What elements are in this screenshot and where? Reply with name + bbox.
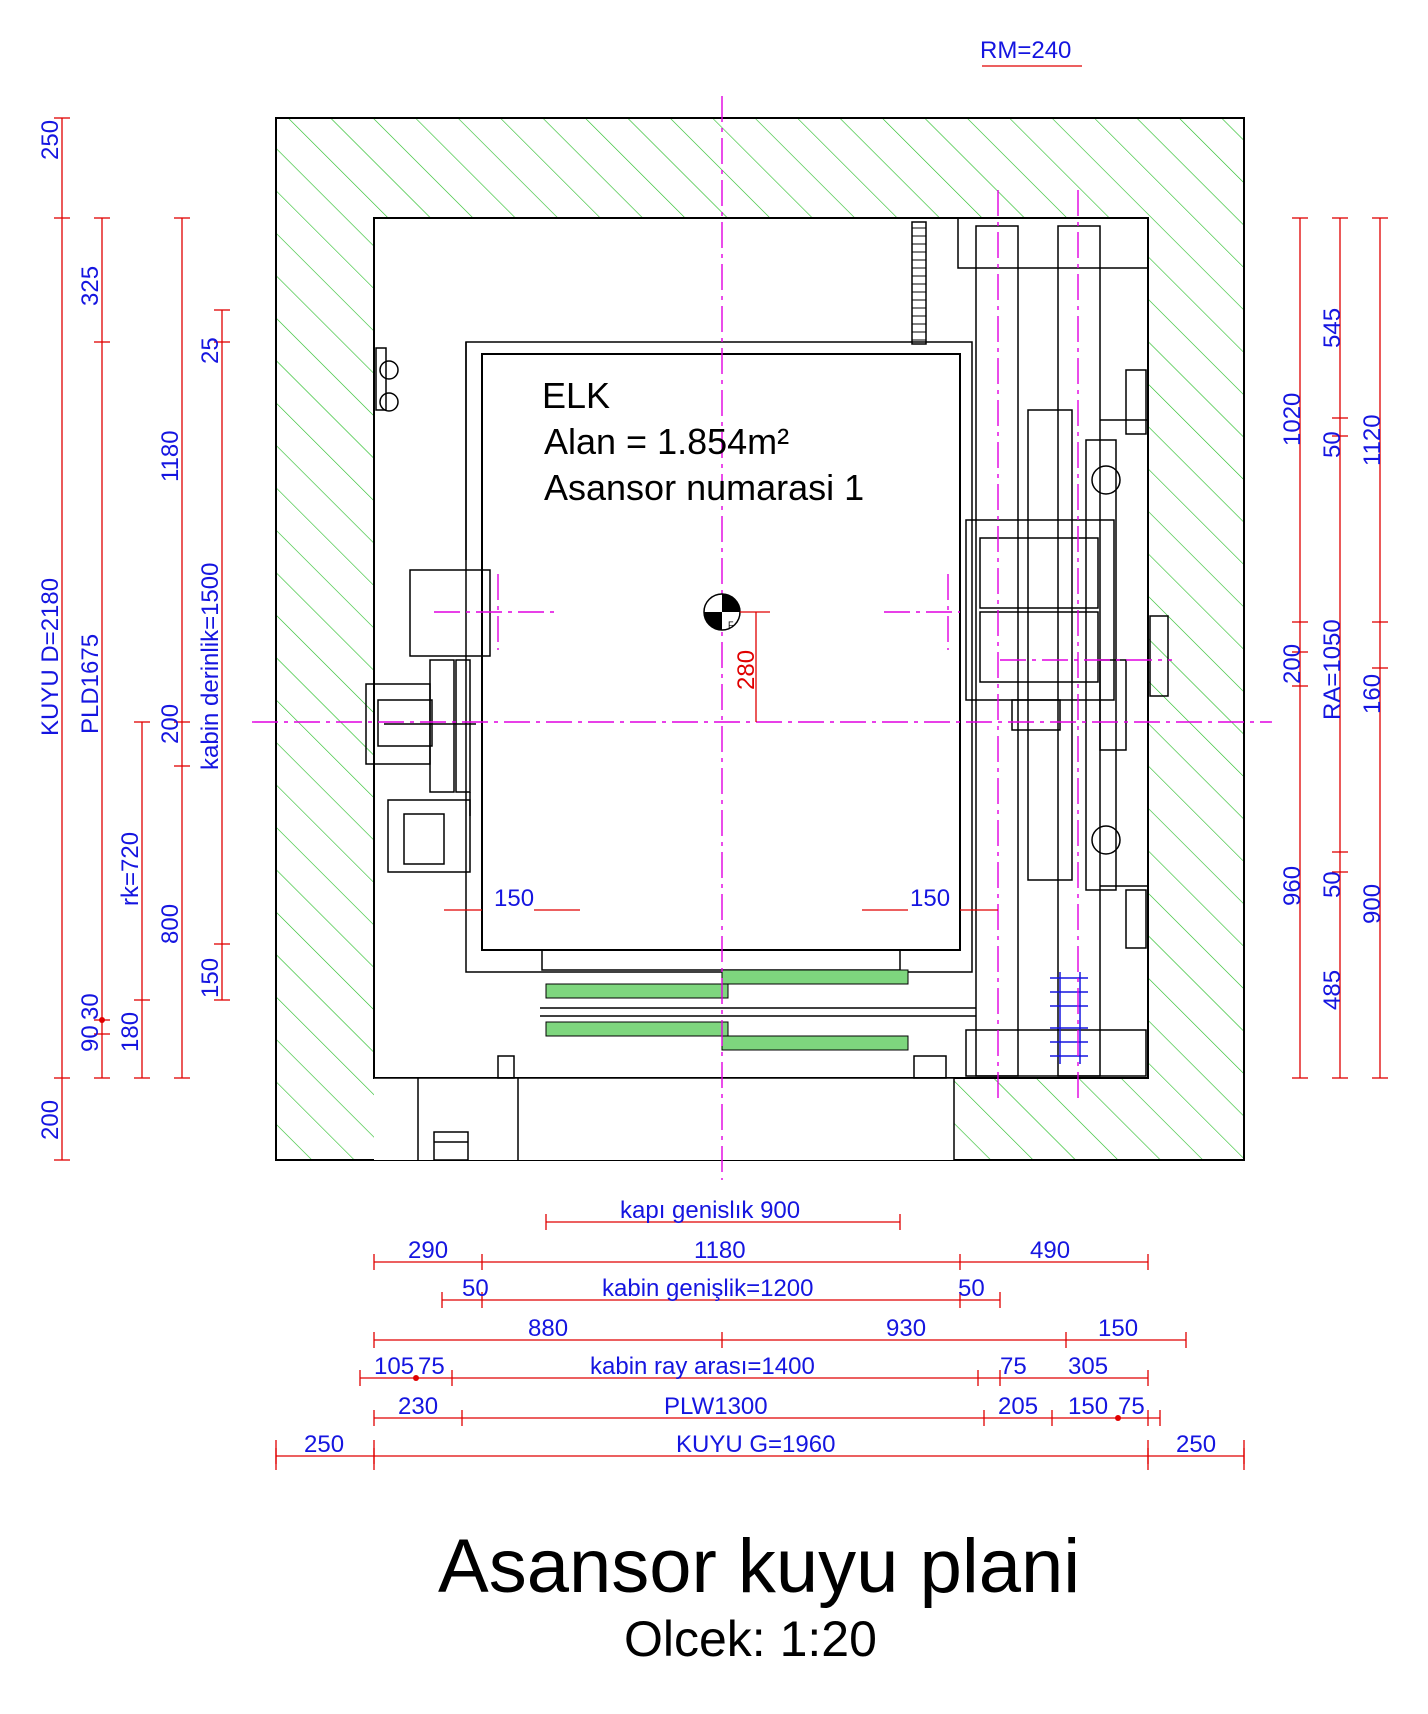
dim-485: 485 <box>1319 970 1346 1010</box>
dim-90: 90 <box>77 1025 104 1052</box>
dim-930: 930 <box>886 1315 926 1342</box>
shaft-outer-wall <box>275 117 1245 1161</box>
dim-545: 545 <box>1319 308 1346 348</box>
dim-150-left: 150 <box>197 958 224 998</box>
dim-left-200-bottom: 200 <box>37 1100 64 1140</box>
dim-inner-left-150: 150 <box>494 885 534 912</box>
dim-250-br: 250 <box>1176 1431 1216 1458</box>
elevator-number: Asansor numarasi 1 <box>544 467 864 508</box>
dim-50-right-bottom: 50 <box>1319 871 1346 898</box>
dim-ra: RA=1050 <box>1319 619 1346 720</box>
dim-960: 960 <box>1279 866 1306 906</box>
landing-door-opening <box>374 1077 955 1161</box>
dim-900: 900 <box>1359 884 1386 924</box>
dim-880: 880 <box>528 1315 568 1342</box>
dim-800: 800 <box>157 904 184 944</box>
cabin <box>465 341 973 973</box>
dim-180: 180 <box>117 1012 144 1052</box>
dimension-lines <box>54 117 1388 1470</box>
dim-205: 205 <box>998 1393 1038 1420</box>
door-sills <box>497 969 976 1079</box>
dim-325: 325 <box>77 266 104 306</box>
dim-75-left: 75 <box>418 1353 445 1380</box>
svg-text:F: F <box>728 620 734 630</box>
scale-label: Olcek: 1:20 <box>624 1611 877 1667</box>
dim-rk: rk=720 <box>117 832 144 906</box>
dim-305: 305 <box>1068 1353 1108 1380</box>
dim-50-br: 50 <box>958 1275 985 1302</box>
dim-150-bottom: 150 <box>1098 1315 1138 1342</box>
dim-shaft-width: KUYU G=1960 <box>676 1431 835 1458</box>
dim-490: 490 <box>1030 1237 1070 1264</box>
dim-230: 230 <box>398 1393 438 1420</box>
rm-label: RM=240 <box>980 37 1071 64</box>
dim-door-width: kapı genislık 900 <box>620 1197 800 1224</box>
cabin-area: Alan = 1.854m² <box>544 421 789 462</box>
ladder <box>911 221 927 345</box>
page-title: Asansor kuyu plani <box>438 1524 1080 1609</box>
cabin-name: ELK <box>542 375 610 416</box>
dim-shaft-depth: KUYU D=2180 <box>37 578 64 736</box>
dim-105: 105 <box>374 1353 414 1380</box>
dim-1180-bottom: 1180 <box>694 1237 746 1264</box>
door-operator <box>365 347 491 873</box>
dim-30: 30 <box>77 993 104 1020</box>
dim-1120: 1120 <box>1359 414 1386 466</box>
dim-200-left: 200 <box>157 704 184 744</box>
dim-cabin-width: kabin genişlik=1200 <box>602 1275 814 1302</box>
dim-200-right: 200 <box>1279 644 1306 684</box>
dim-rail-distance: kabin ray arası=1400 <box>590 1353 815 1380</box>
shaft-wall-hatch <box>276 118 1244 1160</box>
center-of-gravity-icon: F <box>703 593 741 631</box>
dim-290: 290 <box>408 1237 448 1264</box>
dim-plw: PLW1300 <box>664 1393 768 1420</box>
dim-inner-right-150: 150 <box>910 885 950 912</box>
dim-150-row6: 150 <box>1068 1393 1108 1420</box>
dim-50-bl: 50 <box>462 1275 489 1302</box>
dim-pld: PLD1675 <box>77 634 104 734</box>
dim-50-right-top: 50 <box>1319 431 1346 458</box>
dim-cabin-depth: kabin derinlik=1500 <box>197 563 224 770</box>
door-lock-symbols <box>1050 972 1088 1064</box>
dim-75-right: 75 <box>1000 1353 1027 1380</box>
dim-250-bl: 250 <box>304 1431 344 1458</box>
cog-offset-label: 280 <box>733 650 760 690</box>
dim-1020: 1020 <box>1279 393 1306 446</box>
dim-1180: 1180 <box>157 430 184 482</box>
dim-25: 25 <box>197 337 224 364</box>
center-axes <box>252 96 1272 1180</box>
dim-160: 160 <box>1359 674 1386 714</box>
dim-75-row6: 75 <box>1118 1393 1145 1420</box>
guide-rail-assembly <box>957 217 1169 1077</box>
dim-left-250-top: 250 <box>37 120 64 160</box>
